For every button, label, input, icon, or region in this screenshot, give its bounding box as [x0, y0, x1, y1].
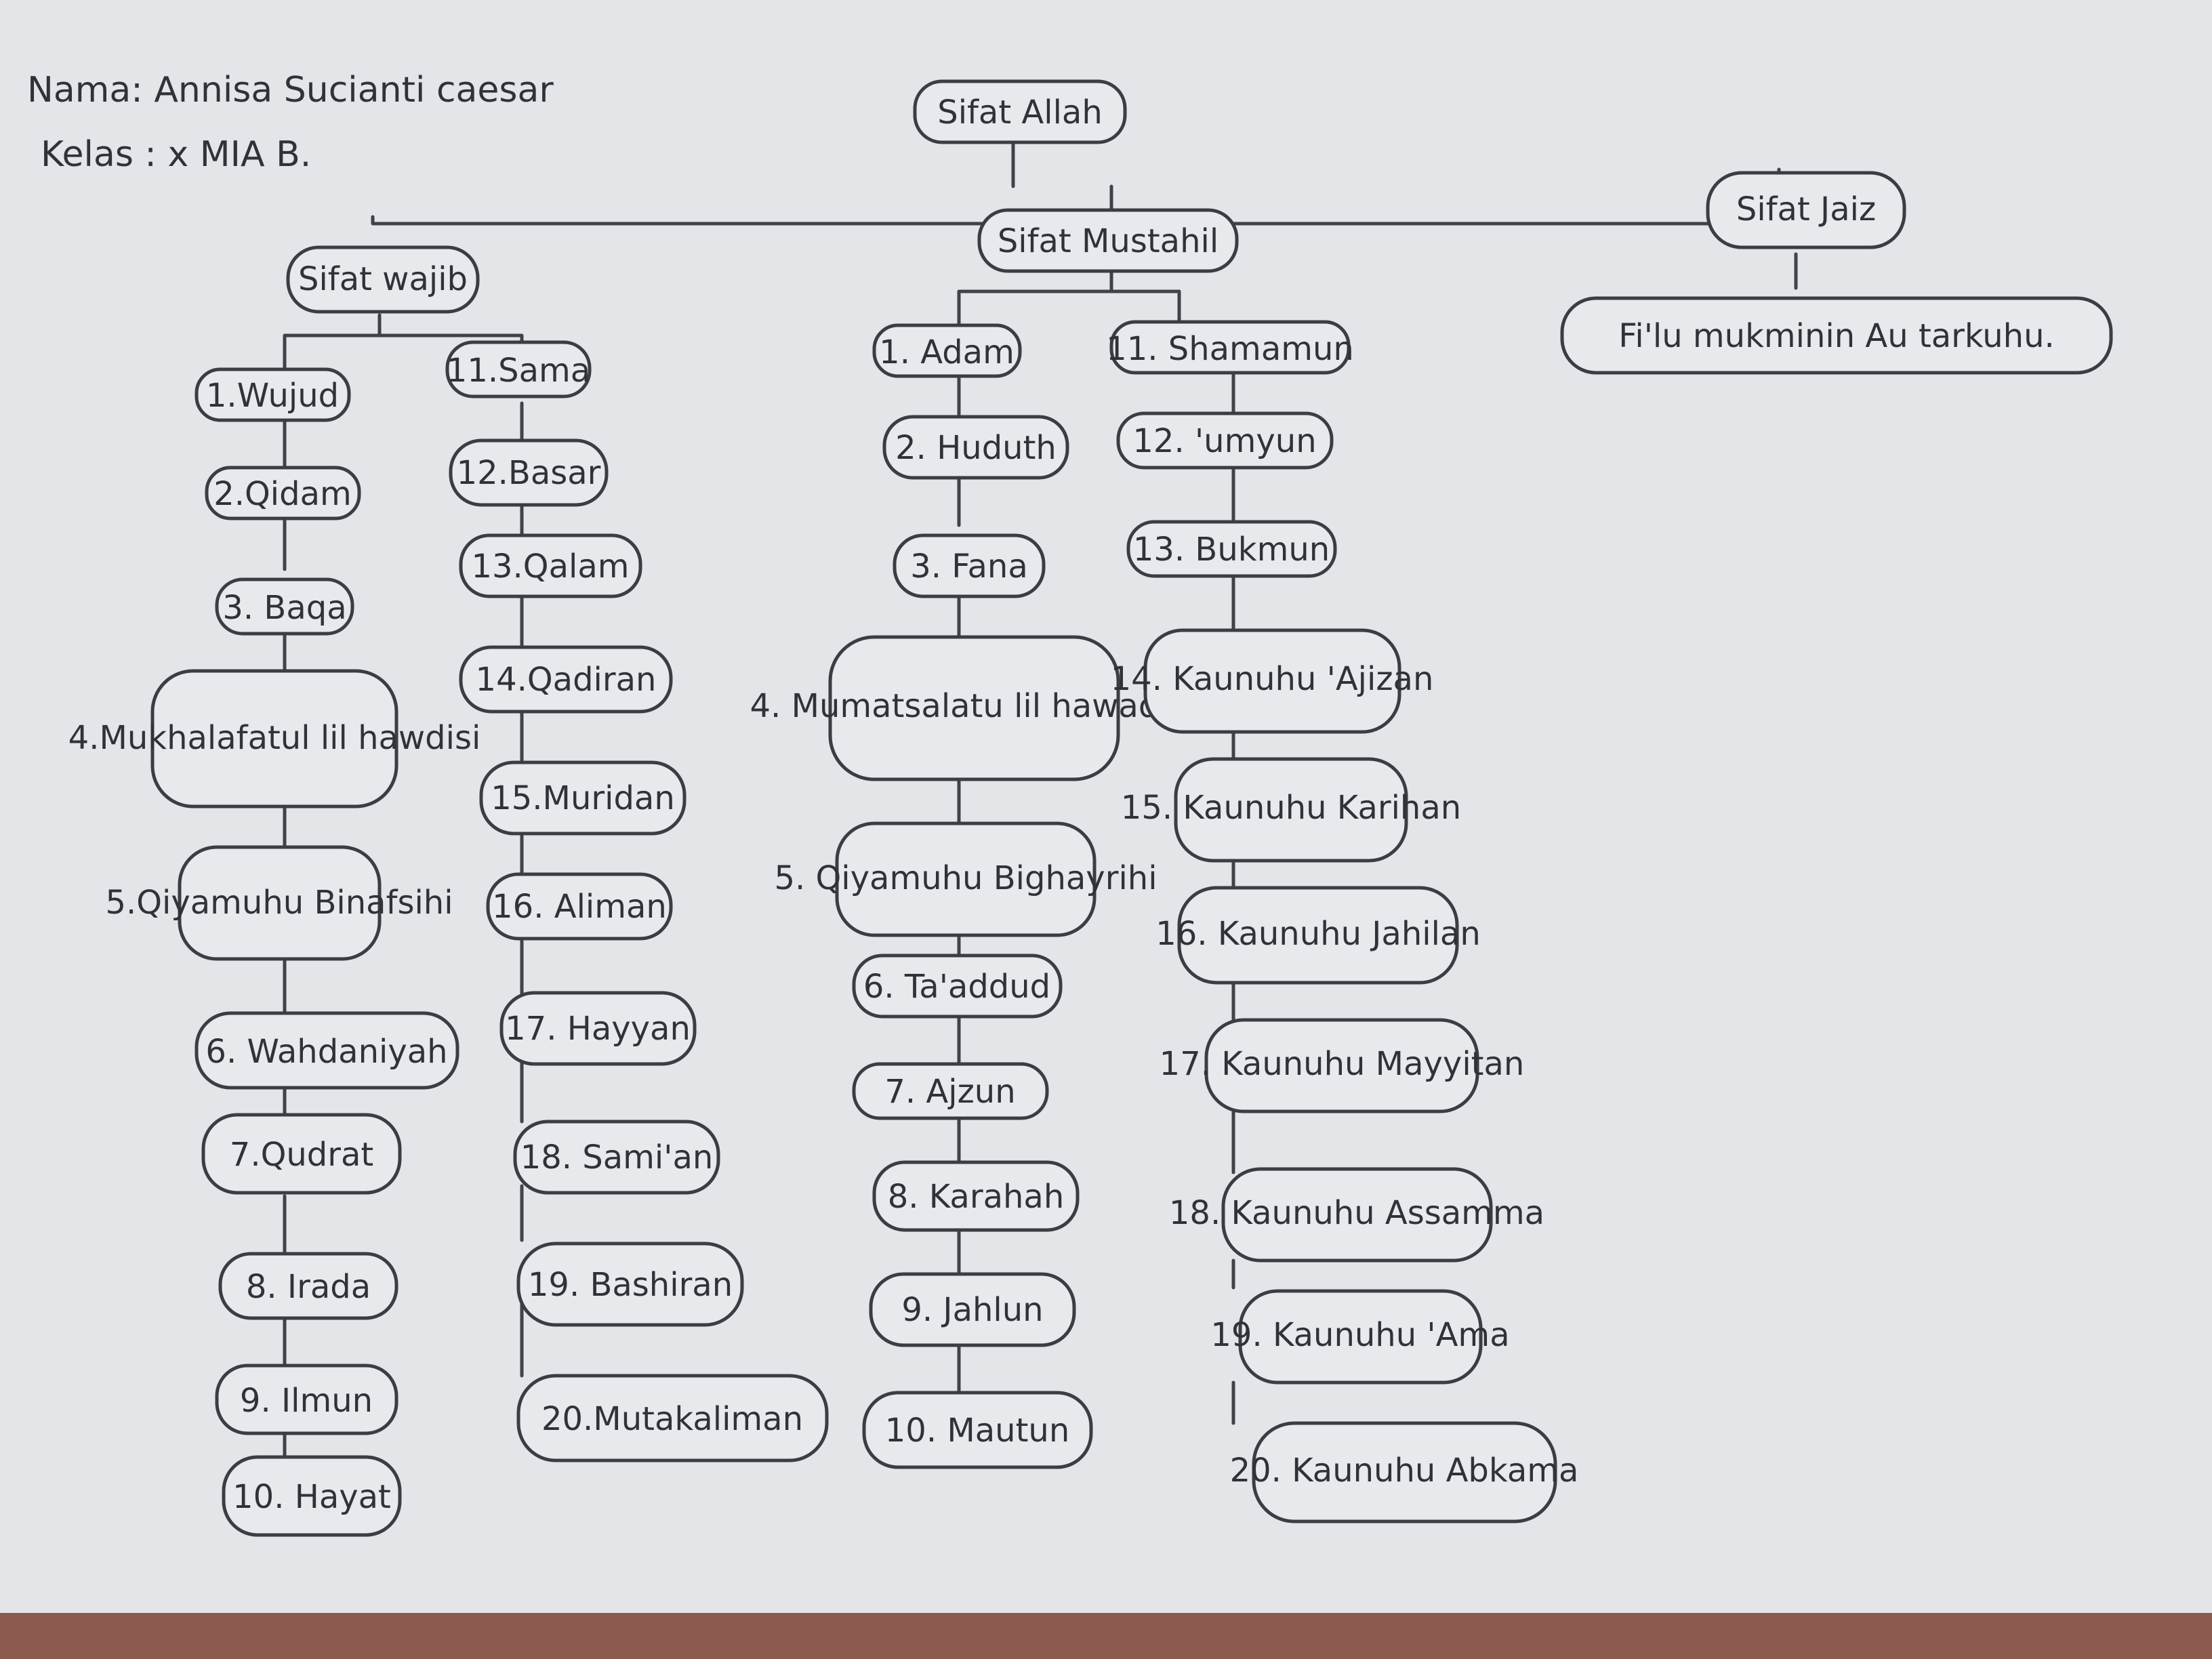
mustahil-node: [1221, 1167, 1493, 1263]
branch-jaiz-node: [1706, 171, 1906, 249]
wajib-label: 1.Wujud: [206, 377, 339, 415]
mustahil-node: [869, 1272, 1076, 1347]
mustahil-label: 5. Qiyamuhu Bighayrihi: [774, 859, 1157, 897]
wajib-node: [194, 367, 351, 422]
wajib-node: [178, 845, 382, 961]
jaiz-item-node: [1560, 296, 2113, 375]
wajib-label: 8. Irada: [246, 1268, 371, 1306]
mustahil-label: 18. Kaunuhu Assamma: [1169, 1194, 1544, 1232]
mustahil-node: [862, 1391, 1093, 1469]
mustahil-label: 15. Kaunuhu Karihan: [1121, 789, 1461, 827]
wajib-label: 14.Qadiran: [476, 661, 657, 699]
mustahil-label: 8. Karahah: [888, 1178, 1065, 1216]
wajib-node: [459, 645, 673, 714]
mustahil-node: [872, 1160, 1080, 1232]
wajib-label: 2.Qidam: [213, 475, 352, 513]
wajib-node: [215, 1364, 398, 1435]
mustahil-label: 19. Kaunuhu 'Ama: [1210, 1316, 1509, 1354]
mustahil-node: [1238, 1289, 1483, 1385]
mustahil-node: [1116, 411, 1334, 470]
wajib-label: 13.Qalam: [471, 548, 629, 586]
mustahil-label: 13. Bukmun: [1133, 531, 1330, 569]
wajib-label: 18. Sami'an: [520, 1139, 714, 1176]
mustahil-label: 12. 'umyun: [1132, 422, 1316, 460]
wajib-label: 6. Wahdaniyah: [205, 1033, 447, 1071]
wajib-node: [194, 1011, 459, 1090]
wajib-node: [218, 1252, 398, 1320]
mustahil-node: [882, 415, 1069, 480]
root-node: [913, 79, 1127, 144]
wajib-label: 3. Baqa: [222, 589, 346, 627]
wajib-node: [205, 466, 361, 520]
branch-wajib-label: Sifat wajib: [298, 260, 468, 298]
mustahil-node: [1204, 1018, 1479, 1113]
student-class: Kelas : x MIA B.: [41, 134, 311, 175]
wajib-node: [516, 1374, 829, 1462]
wajib-node: [215, 577, 354, 636]
wajib-label: 20.Mutakaliman: [541, 1400, 803, 1438]
mustahil-label: 16. Kaunuhu Jahilan: [1155, 915, 1481, 953]
wajib-label: 7.Qudrat: [230, 1136, 373, 1174]
wajib-label: 4.Mukhalafatul lil hawdisi: [68, 719, 481, 757]
branch-mustahil-label: Sifat Mustahil: [998, 222, 1218, 260]
mustahil-label: 1. Adam: [879, 333, 1015, 371]
mustahil-node: [828, 635, 1120, 781]
mustahil-label: 17. Kaunuhu Mayyitan: [1160, 1045, 1525, 1083]
mustahil-label: 4. Mumatsalatu lil hawadits: [750, 687, 1198, 725]
wajib-node: [486, 872, 673, 941]
wajib-node: [516, 1242, 744, 1327]
wajib-node: [445, 340, 592, 398]
mustahil-node: [852, 954, 1063, 1019]
mustahil-label: 10. Mautun: [885, 1412, 1070, 1450]
student-name: Nama: Annisa Sucianti caesar: [27, 70, 554, 110]
mustahil-label: 14. Kaunuhu 'Ajizan: [1111, 660, 1434, 698]
wajib-label: 5.Qiyamuhu Binafsihi: [105, 884, 453, 922]
table-cloth: [0, 1613, 2212, 1659]
wajib-node: [459, 533, 642, 598]
mustahil-label: 3. Fana: [910, 548, 1028, 586]
wajib-label: 10. Hayat: [232, 1478, 391, 1516]
branch-jaiz-label: Sifat Jaiz: [1736, 190, 1876, 228]
mustahil-label: 7. Ajzun: [884, 1073, 1015, 1111]
connector-lines: [283, 140, 1798, 1473]
mustahil-label: 11. Shamamun: [1106, 330, 1354, 368]
mustahil-label: 6. Ta'addud: [863, 968, 1050, 1006]
wajib-node: [479, 760, 687, 836]
jaiz-item-label: Fi'lu mukminin Au tarkuhu.: [1618, 317, 2055, 355]
root-label: Sifat Allah: [937, 94, 1103, 131]
mustahil-node: [1109, 320, 1351, 375]
branch-wajib-node: [286, 245, 480, 314]
wajib-node: [449, 438, 609, 507]
wajib-node: [201, 1113, 402, 1195]
wajib-label: 16. Aliman: [492, 888, 667, 926]
wajib-node: [499, 991, 697, 1066]
mustahil-node: [1177, 886, 1459, 985]
mustahil-node: [852, 1062, 1049, 1120]
mustahil-node: [1252, 1421, 1557, 1523]
wajib-node: [222, 1455, 402, 1537]
wajib-label: 9. Ilmun: [240, 1382, 373, 1420]
mustahil-node: [835, 821, 1097, 937]
wajib-label: 15.Muridan: [491, 779, 675, 817]
wajib-label: 11.Sama: [447, 352, 590, 390]
mustahil-label: 9. Jahlun: [901, 1291, 1043, 1329]
wajib-label: 19. Bashiran: [528, 1266, 733, 1304]
branch-mustahil-node: [977, 208, 1239, 273]
wajib-node: [513, 1120, 720, 1195]
wajib-label: 12.Basar: [457, 454, 601, 492]
mustahil-node: [893, 533, 1046, 598]
mustahil-node: [872, 323, 1022, 378]
mustahil-node: [1143, 628, 1401, 734]
wajib-label: 17. Hayyan: [505, 1010, 691, 1048]
wajib-node: [150, 669, 398, 808]
mustahil-label: 2. Huduth: [895, 429, 1057, 467]
mustahil-node: [1174, 757, 1408, 863]
mustahil-node: [1126, 520, 1337, 578]
mustahil-label: 20. Kaunuhu Abkama: [1230, 1452, 1579, 1490]
